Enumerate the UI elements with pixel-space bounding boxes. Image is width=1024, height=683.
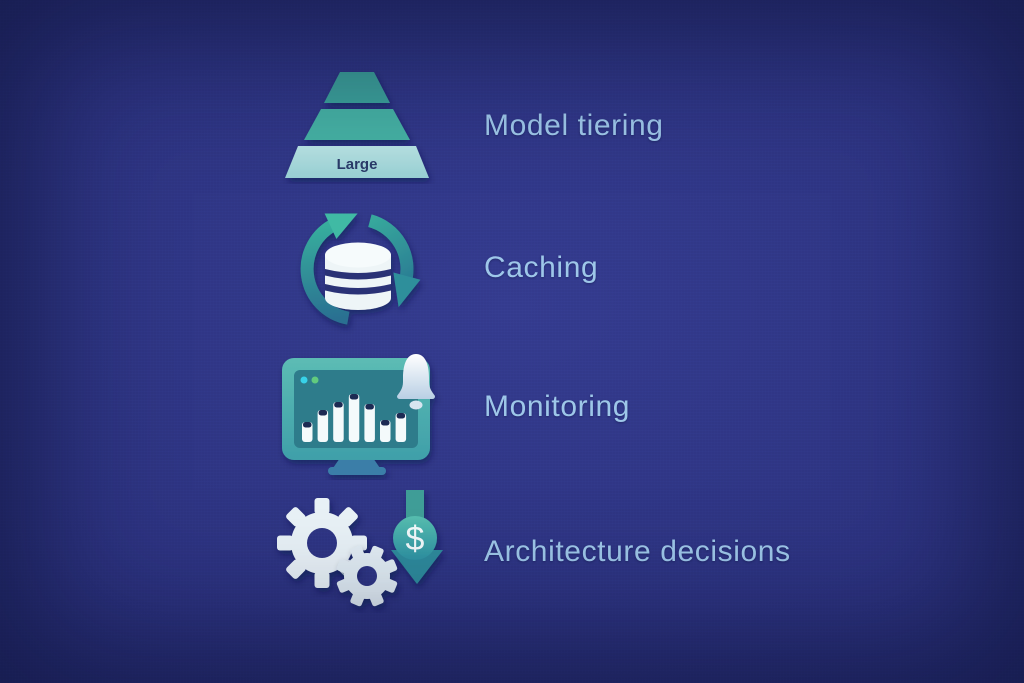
monitoring-icon-svg (282, 354, 435, 475)
pyramid-tier-label: Large (337, 156, 378, 173)
refresh-arrow-left (300, 217, 350, 325)
refresh-arrowhead-right (393, 272, 421, 308)
bell-icon (397, 354, 435, 410)
pyramid-icon-svg: Large (285, 72, 429, 178)
pyramid-tiers-icon: Large (280, 66, 436, 189)
refresh-database-icon (287, 205, 429, 344)
row-label-caching: Caching (484, 251, 599, 284)
gear-small (336, 545, 398, 607)
gears-cost-reduction-icon: $ (272, 490, 448, 627)
row-label-architecture-decisions: Architecture decisions (484, 535, 791, 568)
caching-icon-svg (300, 213, 421, 325)
cost-down-arrow: $ (391, 490, 443, 584)
monitor-stand-base (328, 467, 386, 475)
pyramid-top-tier (324, 72, 390, 103)
pyramid-middle-tier (304, 109, 410, 140)
monitor-barchart-bell-icon (278, 352, 446, 485)
row-label-monitoring: Monitoring (484, 390, 631, 423)
row-label-model-tiering: Model tiering (484, 109, 664, 142)
architecture-icon-svg: $ (277, 490, 443, 607)
screen-bar-chart (302, 394, 407, 442)
screen-dot-green (311, 376, 319, 384)
pyramid-bottom-tier (285, 146, 429, 178)
refresh-arrowhead-top (324, 213, 358, 239)
dollar-sign: $ (406, 520, 425, 558)
screen-dot-cyan (300, 376, 308, 384)
database-cylinder (325, 242, 391, 310)
refresh-arrow-right (367, 214, 414, 284)
